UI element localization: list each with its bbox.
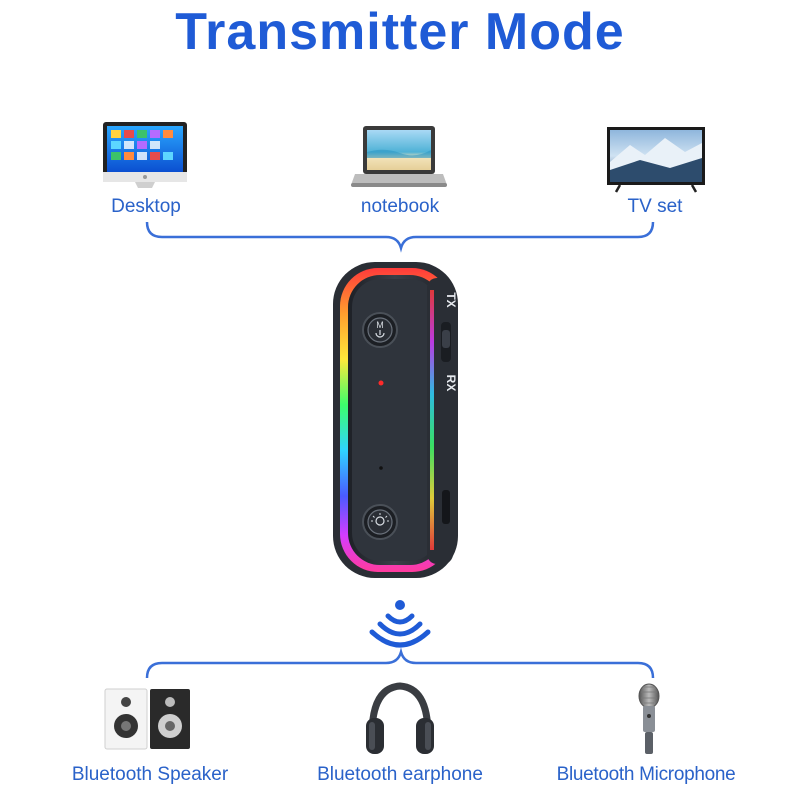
- microphone-icon: [639, 684, 659, 754]
- target-label-speaker: Bluetooth Speaker: [55, 764, 245, 786]
- wireless-signal-icon: [372, 600, 428, 645]
- desktop-monitor-icon: [103, 122, 187, 188]
- laptop-icon: [351, 126, 447, 187]
- tv-icon: [607, 127, 705, 192]
- source-label-notebook: notebook: [345, 196, 455, 218]
- target-label-earphone: Bluetooth earphone: [300, 764, 500, 786]
- rx-label: RX: [444, 375, 458, 392]
- bottom-bracket-line: [147, 652, 653, 678]
- headphones-icon: [366, 686, 434, 754]
- source-label-tv: TV set: [605, 196, 705, 218]
- tx-label: TX: [444, 292, 458, 307]
- source-label-desktop: Desktop: [100, 196, 192, 218]
- m-button-label: M: [376, 320, 384, 330]
- target-label-microphone: Bluetooth Microphone: [548, 764, 744, 786]
- bluetooth-transmitter-device-icon: M TX RX: [333, 262, 458, 578]
- speaker-icon: [105, 689, 190, 749]
- top-bracket-line: [147, 222, 653, 248]
